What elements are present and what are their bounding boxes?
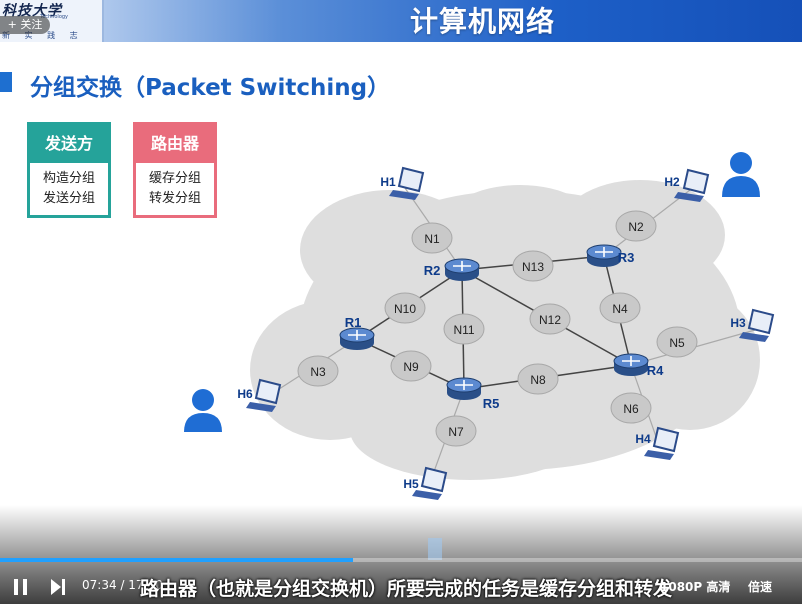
svg-text:N11: N11 (453, 323, 474, 337)
svg-text:R3: R3 (618, 250, 635, 265)
svg-text:N9: N9 (403, 360, 419, 374)
duration: 17:10 (128, 578, 163, 592)
network-n3: N3 (297, 355, 339, 387)
svg-text:N5: N5 (669, 336, 685, 350)
network-n7: N7 (435, 415, 477, 447)
svg-text:H5: H5 (403, 477, 419, 491)
router-task-2: 转发分组 (148, 191, 201, 206)
user-icon-top-right (722, 152, 760, 197)
network-n5: N5 (656, 326, 698, 358)
host-h6: H6 (237, 378, 282, 412)
logo-english: Technology (40, 14, 69, 20)
network-n8: N8 (517, 363, 559, 395)
svg-text:R4: R4 (647, 363, 664, 378)
svg-text:R1: R1 (345, 315, 362, 330)
network-n6: N6 (610, 392, 652, 424)
quality-button[interactable]: 1080P 高清 (660, 580, 731, 594)
svg-text:N7: N7 (448, 425, 464, 439)
logo-text: 科技大学 (2, 3, 62, 19)
svg-text:H1: H1 (380, 175, 396, 189)
logo-motto: 新 实 践 志 (2, 31, 84, 40)
network-n4: N4 (599, 292, 641, 324)
svg-text:N12: N12 (539, 313, 561, 327)
router-r4: R4 (613, 353, 664, 378)
svg-text:N13: N13 (522, 260, 544, 274)
network-n2: N2 (615, 210, 657, 242)
follow-button[interactable]: + 关注 (0, 16, 50, 34)
time-display: 07:34 / 17:10 (82, 578, 163, 592)
router-task-1: 缓存分组 (148, 171, 201, 186)
router-r3: R3 (586, 244, 635, 267)
user-icon-left (184, 389, 222, 432)
section-marker (0, 72, 12, 92)
host-h3: H3 (730, 308, 775, 342)
network-n1: N1 (411, 222, 453, 254)
video-subtitle: 路由器（也就是分组交换机）所要完成的任务是缓存分组和转发 (140, 578, 673, 600)
speed-button[interactable]: 倍速 (748, 580, 773, 594)
svg-text:H6: H6 (237, 387, 253, 401)
svg-text:H2: H2 (664, 175, 680, 189)
network-n11: N11 (443, 313, 485, 345)
host-h2: H2 (664, 168, 710, 202)
router-card: 路由器 缓存分组 转发分组 (133, 122, 217, 218)
sender-card-title: 发送方 (30, 125, 108, 163)
network-n13: N13 (512, 250, 554, 282)
current-time: 07:34 (82, 578, 117, 592)
router-card-body: 缓存分组 转发分组 (136, 163, 214, 215)
next-icon[interactable] (50, 578, 66, 596)
host-h1: H1 (380, 166, 425, 200)
header-banner (0, 0, 802, 42)
svg-text:N3: N3 (310, 365, 326, 379)
pause-icon[interactable] (12, 578, 30, 596)
router-r2: R2 (424, 258, 480, 281)
network-n9: N9 (390, 350, 432, 382)
buffer-indicator (428, 538, 442, 560)
router-r5: R5 (446, 377, 500, 411)
svg-text:R5: R5 (483, 396, 500, 411)
sender-card-body: 构造分组 发送分组 (30, 163, 108, 215)
network-n12: N12 (529, 303, 571, 335)
player-control-bar (0, 505, 802, 604)
svg-text:N6: N6 (623, 402, 639, 416)
progress-fill (0, 558, 353, 562)
sender-card: 发送方 构造分组 发送分组 (27, 122, 111, 218)
sender-task-2: 发送分组 (42, 191, 95, 206)
sender-task-1: 构造分组 (42, 171, 95, 186)
svg-text:N8: N8 (530, 373, 546, 387)
host-h5: H5 (403, 466, 448, 500)
svg-text:N1: N1 (424, 232, 440, 246)
time-separator: / (120, 578, 125, 592)
svg-text:R2: R2 (424, 263, 441, 278)
network-n10: N10 (384, 292, 426, 324)
progress-bar[interactable] (0, 558, 802, 562)
svg-text:H3: H3 (730, 316, 746, 330)
svg-text:N4: N4 (612, 302, 628, 316)
svg-text:N10: N10 (394, 302, 416, 316)
section-title: 分组交换（Packet Switching） (30, 75, 391, 101)
svg-text:N2: N2 (628, 220, 644, 234)
router-r1: R1 (339, 315, 375, 350)
router-card-title: 路由器 (136, 125, 214, 163)
host-h4: H4 (635, 426, 680, 460)
svg-text:H4: H4 (635, 432, 651, 446)
course-title: 计算机网络 (410, 5, 556, 38)
